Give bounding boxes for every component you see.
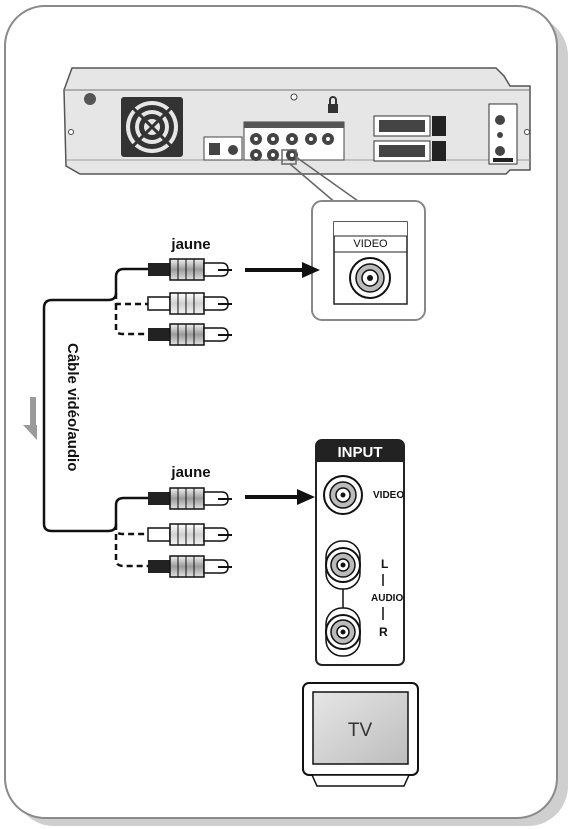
bottom-plug-red xyxy=(148,555,232,578)
tv-input-panel: INPUT VIDEO L AUDIO R xyxy=(315,439,405,666)
tv-video-label: VIDEO xyxy=(373,490,404,501)
top-plug-yellow xyxy=(148,258,232,281)
tv-label: TV xyxy=(348,720,373,741)
video-output-jack-icon xyxy=(349,257,391,299)
yellow-label-top: jaune xyxy=(170,236,210,253)
recorder-rear-panel xyxy=(63,67,531,175)
top-plug-red xyxy=(148,323,232,346)
tv-audio-l-label: L xyxy=(381,557,388,571)
input-header: INPUT xyxy=(338,444,383,461)
scart-connectors xyxy=(373,115,446,162)
tv-audio-r-label: R xyxy=(379,625,388,639)
tv-audio-label: AUDIO xyxy=(371,593,403,604)
fan-icon xyxy=(121,97,183,157)
bottom-plug-yellow xyxy=(148,487,232,510)
video-output-zoom-box: VIDEO xyxy=(311,200,426,321)
yellow-label-bottom: jaune xyxy=(170,464,210,481)
tv-audio-left-jack-icon xyxy=(325,547,361,583)
av-cable xyxy=(42,267,148,568)
bottom-plug-white xyxy=(147,523,232,546)
tv-icon: TV xyxy=(302,682,419,787)
cable-label: Câble vidéo/audio xyxy=(64,343,81,471)
arrow-to-video-output xyxy=(245,262,320,278)
tv-audio-right-jack-icon xyxy=(325,614,361,650)
lock-icon xyxy=(328,96,338,113)
arrow-to-tv-input xyxy=(245,489,315,505)
direction-down-icon xyxy=(23,397,37,440)
top-plug-white xyxy=(147,292,232,315)
video-output-label: VIDEO xyxy=(353,238,388,250)
tv-video-jack-icon xyxy=(323,475,363,515)
